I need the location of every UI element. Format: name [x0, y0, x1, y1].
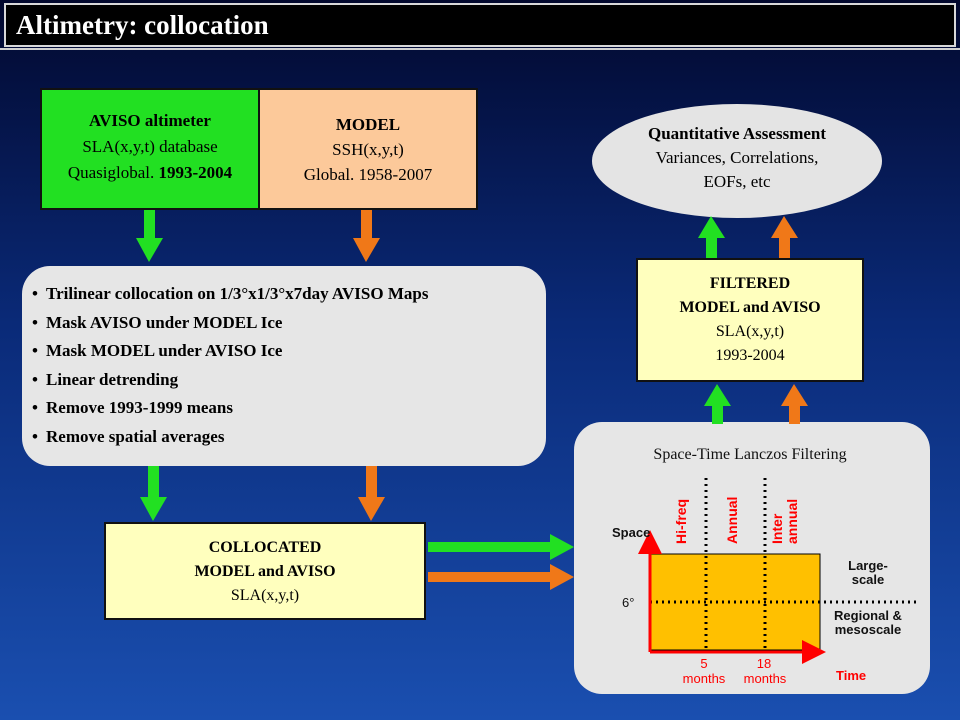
filtered-years: 1993-2004 [715, 347, 785, 364]
collocated-subtitle: MODEL and AVISO [194, 563, 336, 580]
six-degree-label: 6° [622, 595, 634, 610]
page-title: Altimetry: collocation [16, 10, 269, 40]
model-box: MODEL SSH(x,y,t) Global. 1958-2007 [258, 88, 478, 210]
title-divider [0, 48, 960, 50]
annual-label: Annual [724, 497, 740, 544]
hi-freq-label: Hi-freq [673, 499, 689, 544]
tick-18-label: 18 [757, 656, 771, 671]
bullet-dot: • [32, 341, 38, 360]
arrow-model-down [353, 210, 380, 262]
model-box-coverage: Global. 1958-2007 [303, 165, 433, 184]
processing-step-text: Remove spatial averages [46, 426, 225, 446]
space-axis-label: Space [612, 525, 650, 540]
bullet-dot: • [32, 369, 38, 389]
processing-step-text: Remove 1993-1999 means [46, 398, 233, 417]
large-scale-label-2: scale [852, 572, 885, 587]
bullet-dot: • [32, 426, 38, 446]
regional-label-2: mesoscale [835, 622, 902, 637]
arrow-filtered-green-up [698, 216, 725, 258]
arrow-filtered-orange-up [771, 216, 798, 258]
arrow-lanczos-orange-up [781, 384, 808, 424]
aviso-box-sla: SLA(x,y,t) database [82, 137, 218, 156]
lanczos-title: Space-Time Lanczos Filtering [653, 446, 846, 463]
aviso-box-title: AVISO altimeter [89, 111, 211, 130]
collocated-title: COLLOCATED [208, 539, 322, 556]
arrow-aviso-down [136, 210, 163, 262]
collocated-sla: SLA(x,y,t) [230, 587, 300, 604]
arrow-aviso-to-collocated [140, 466, 167, 521]
processing-step: • Remove 1993-1999 means [32, 394, 546, 423]
collocated-box: COLLOCATED MODEL and AVISO SLA(x,y,t) [104, 522, 426, 620]
processing-step: • Trilinear collocation on 1/3°x1/3°x7day… [32, 280, 546, 309]
arrow-lanczos-green-up [704, 384, 731, 424]
filtered-sla: SLA(x,y,t) [715, 323, 785, 340]
processing-steps-box: • Trilinear collocation on 1/3°x1/3°x7day… [22, 266, 546, 466]
model-box-ssh: SSH(x,y,t) [332, 140, 404, 159]
processing-step-text: Trilinear collocation on 1/3°x1/3°x7day … [46, 284, 429, 303]
tick-5-label: 5 [700, 656, 707, 671]
inter-annual-label-1: Inter [769, 513, 785, 544]
model-box-title: MODEL [335, 115, 401, 134]
filtered-subtitle: MODEL and AVISO [679, 299, 821, 316]
processing-steps-list: • Trilinear collocation on 1/3°x1/3°x7day… [22, 266, 546, 451]
filtered-title: FILTERED [709, 275, 791, 292]
assessment-line2: Variances, Correlations, [655, 148, 819, 167]
processing-step-text: Mask MODEL under AVISO Ice [46, 341, 283, 360]
time-axis-label: Time [836, 668, 866, 683]
filtered-box: FILTERED MODEL and AVISO SLA(x,y,t) 1993… [636, 258, 864, 382]
arrow-collocated-green-right [428, 534, 574, 560]
processing-step: • Mask MODEL under AVISO Ice [32, 337, 546, 366]
processing-step: • Mask AVISO under MODEL Ice [32, 309, 546, 338]
processing-step-text: Linear detrending [46, 369, 179, 389]
aviso-years: 1993-2004 [158, 163, 233, 182]
regional-label-1: Regional & [834, 608, 902, 623]
arrow-collocated-orange-right [428, 564, 574, 590]
inter-annual-label-2: annual [784, 499, 800, 544]
processing-step-text: Mask AVISO under MODEL Ice [46, 312, 283, 332]
bullet-dot: • [32, 398, 38, 417]
aviso-box-coverage: Quasiglobal. 1993-2004 [42, 160, 258, 186]
bullet-dot: • [32, 284, 38, 303]
large-scale-label-1: Large- [848, 558, 888, 573]
title-bar: Altimetry: collocation [4, 3, 956, 47]
bullet-dot: • [32, 312, 38, 332]
arrow-model-to-collocated [358, 466, 385, 521]
months-label-2: months [744, 671, 787, 686]
assessment-line3: EOFs, etc [703, 172, 771, 191]
assessment-title: Quantitative Assessment [647, 124, 827, 143]
processing-step: • Remove spatial averages [32, 423, 546, 452]
months-label-1: months [683, 671, 726, 686]
aviso-coverage-text: Quasiglobal. [67, 163, 159, 182]
processing-step: • Linear detrending [32, 366, 546, 395]
quantitative-assessment-ellipse: Quantitative Assessment Variances, Corre… [592, 104, 882, 218]
